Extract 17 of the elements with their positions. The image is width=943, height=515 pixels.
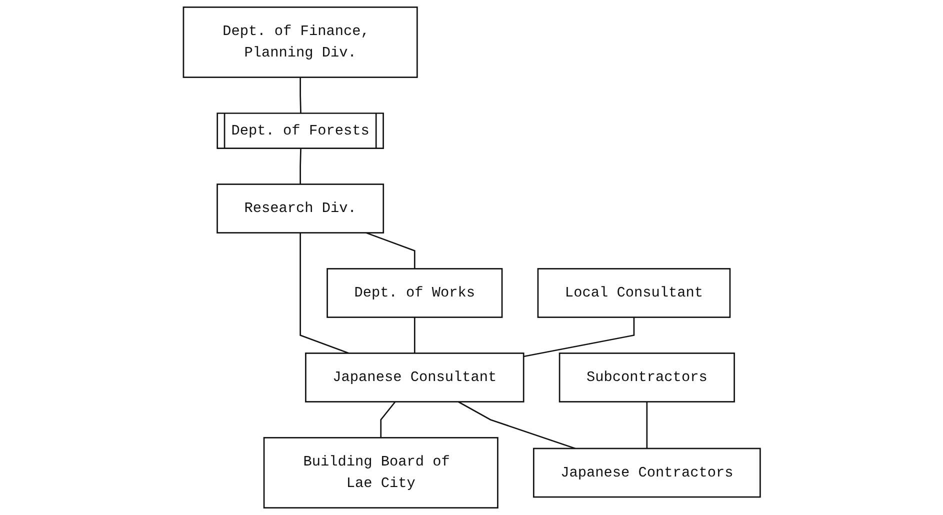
connector [299,148,302,184]
node-box: Dept. of Finance, Planning Div. [182,6,418,78]
connector [299,77,302,114]
connector [365,232,415,269]
node-box: Dept. of Works [326,268,502,318]
node-box: Japanese Consultant [304,352,524,402]
node-box: Subcontractors [558,352,735,402]
connector [458,401,576,450]
connector [414,317,415,354]
connector [523,317,634,358]
node-box: Japanese Contractors [532,448,761,498]
connector [380,401,396,438]
node-box: Building Board of Lae City [263,437,498,508]
connector [646,402,648,448]
node-box: Local Consultant [536,268,730,318]
node-box: Research Div. [216,184,384,234]
connector [299,232,349,354]
